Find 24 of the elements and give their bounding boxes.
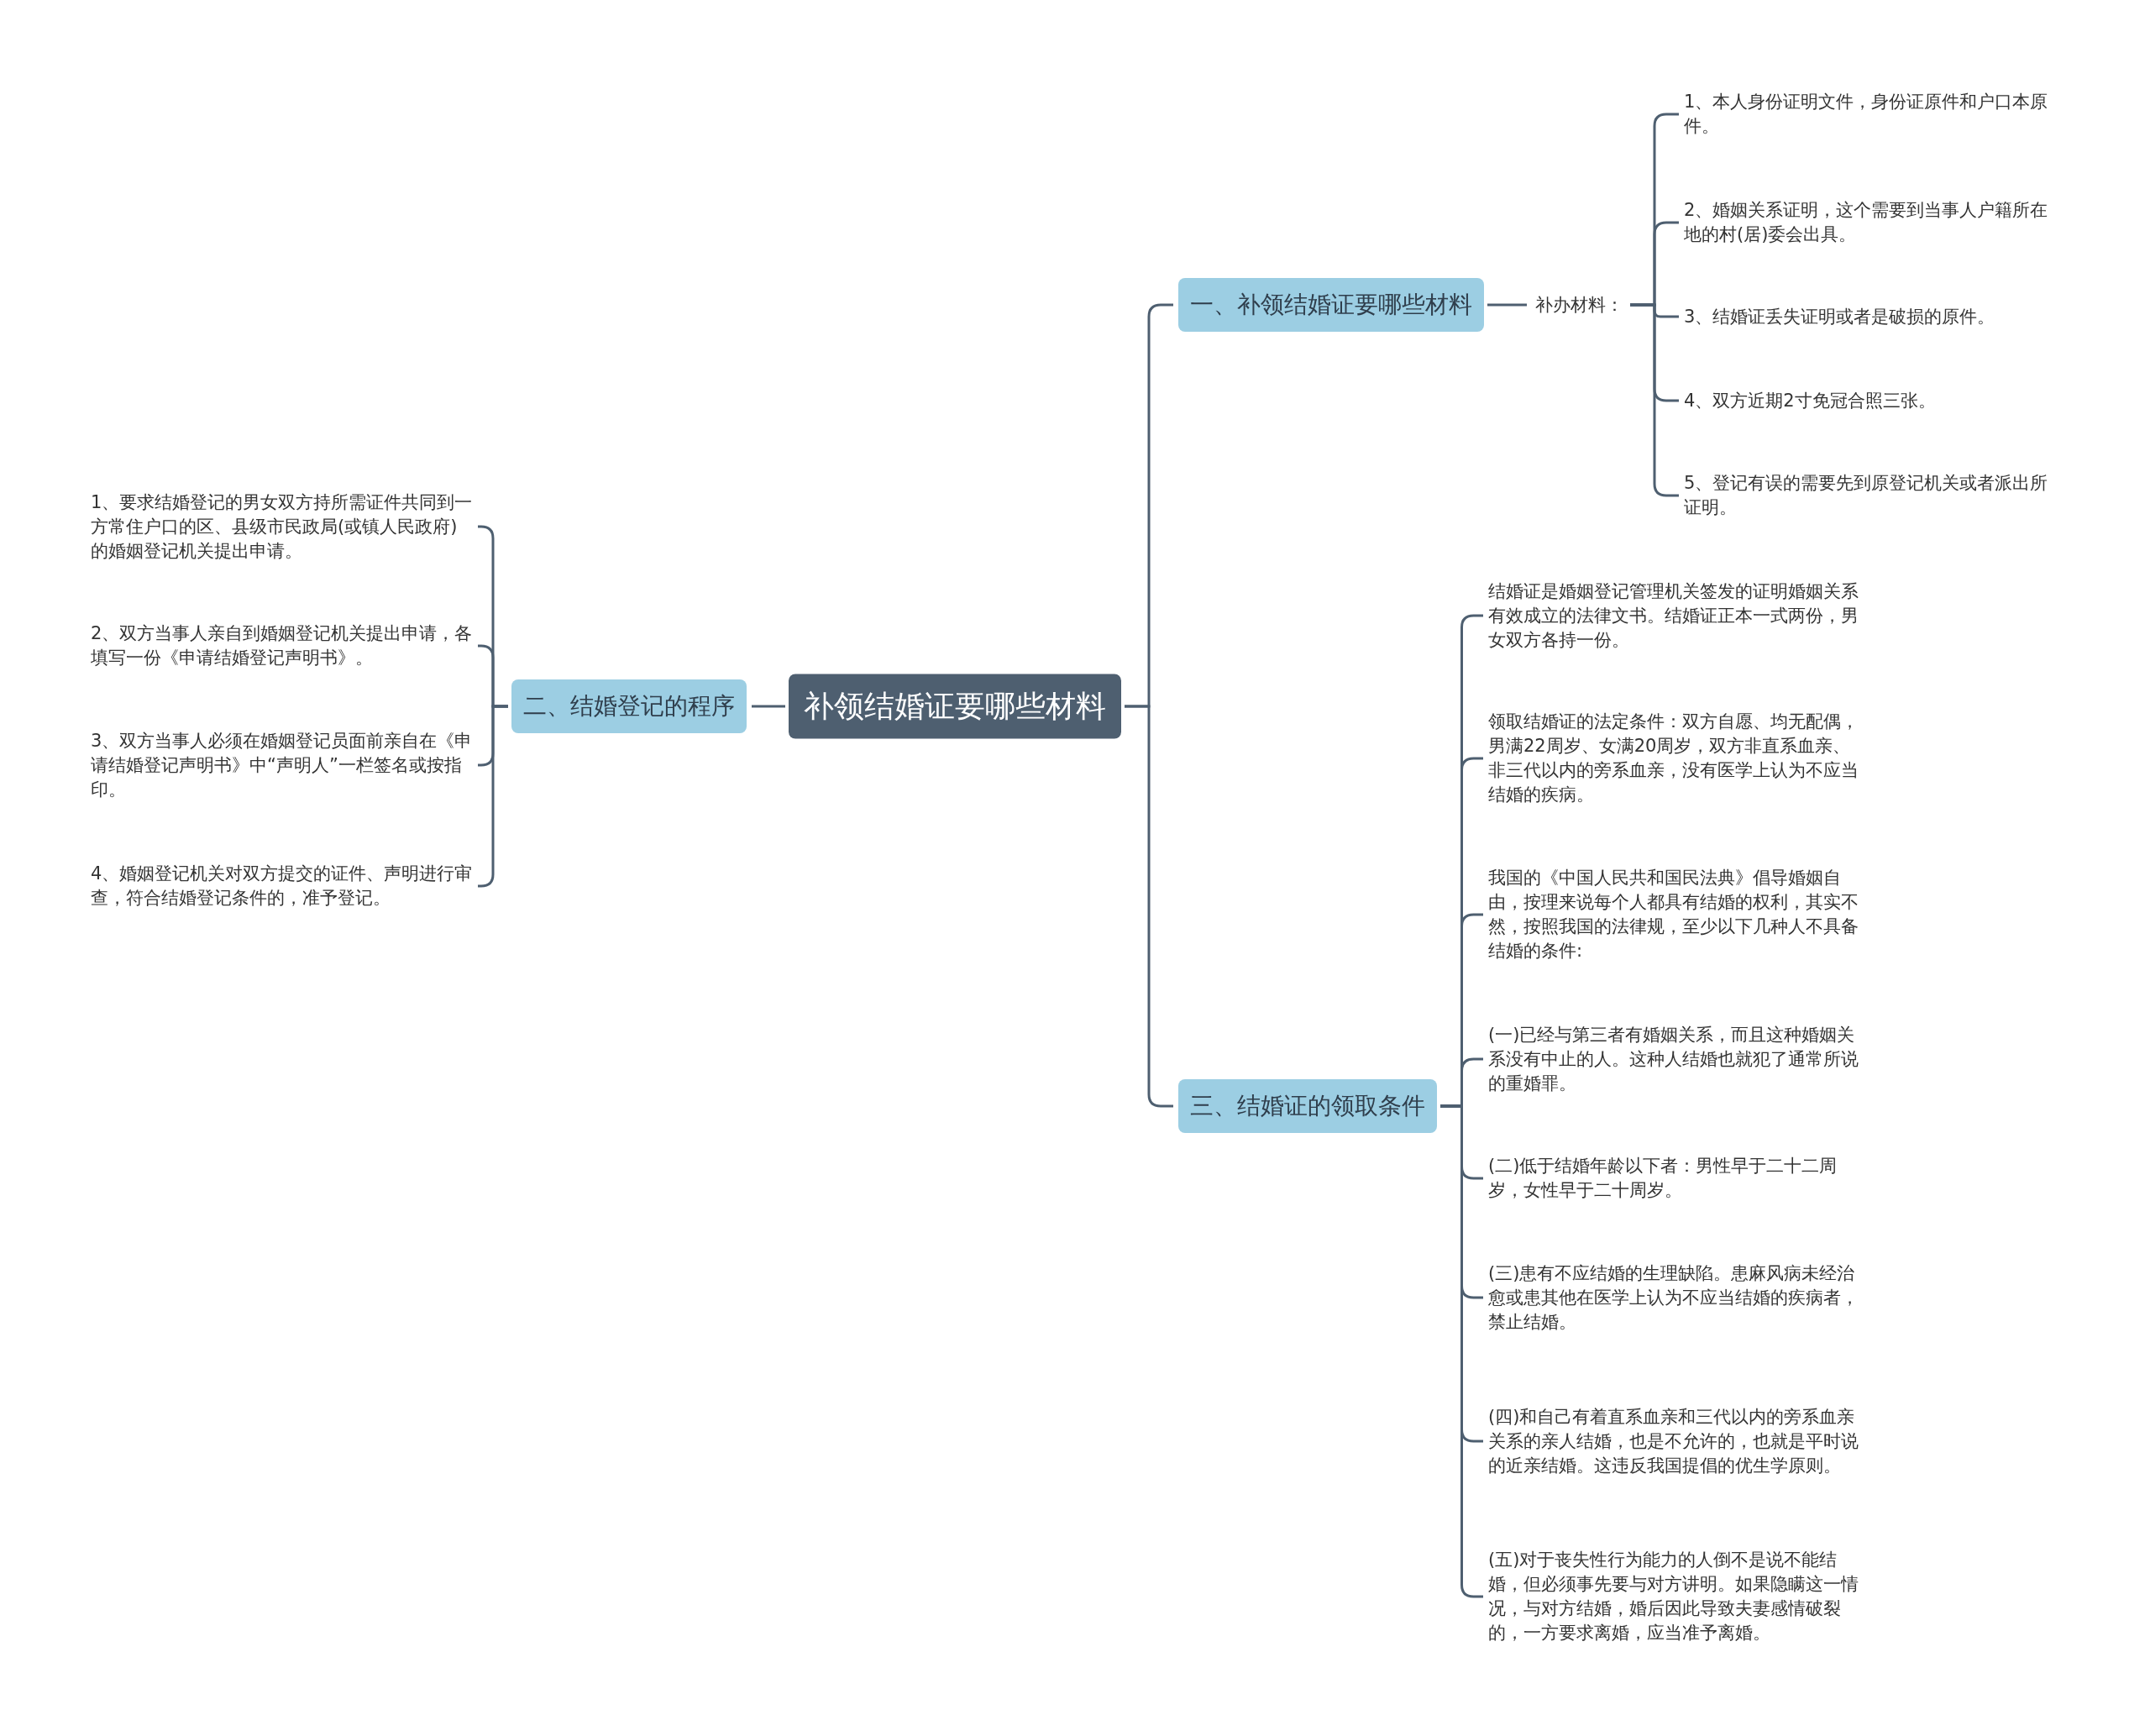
note-text: 2、双方当事人亲自到婚姻登记机关提出申请，各填写一份《申请结婚登记声明书》。 bbox=[91, 621, 473, 670]
connector-line bbox=[752, 705, 785, 708]
note-text: 5、登记有误的需要先到原登记机关或者派出所证明。 bbox=[1684, 471, 2058, 520]
note-text: (一)已经与第三者有婚姻关系，而且这种婚姻关系没有中止的人。这种人结婚也就犯了通常所说的重婚罪。 bbox=[1488, 1022, 1868, 1096]
topic-box: 二、结婚登记的程序 bbox=[511, 679, 747, 733]
central-topic-box: 补领结婚证要哪些材料 bbox=[789, 674, 1121, 739]
note-text: 2、婚姻关系证明，这个需要到当事人户籍所在地的村(居)委会出具。 bbox=[1684, 198, 2058, 247]
note-text: 1、本人身份证明文件，身份证原件和户口本原件。 bbox=[1684, 90, 2058, 139]
topic-box: 一、补领结婚证要哪些材料 bbox=[1178, 278, 1484, 332]
note-text: 4、婚姻登记机关对双方提交的证件、声明进行审查，符合结婚登记条件的，准予登记。 bbox=[91, 862, 473, 910]
subtopic-text: 补办材料： bbox=[1532, 291, 1627, 318]
note-text: 我国的《中国人民共和国民法典》倡导婚姻自由，按理来说每个人都具有结婚的权利，其实不然，按照我国的法律规，至少以下几种人不具备结婚的条件: bbox=[1488, 866, 1868, 963]
note-text: (二)低于结婚年龄以下者：男性早于二十二周岁，女性早于二十周岁。 bbox=[1488, 1154, 1868, 1203]
note-text: 1、要求结婚登记的男女双方持所需证件共同到一方常住户口的区、县级市民政局(或镇人民政府)的婚姻登记机关提出申请。 bbox=[91, 490, 473, 564]
note-text: (五)对于丧失性行为能力的人倒不是说不能结婚，但必须事先要与对方讲明。如果隐瞒这一情况，与对方结婚，婚后因此导致夫妻感情破裂的，一方要求离婚，应当准予离婚。 bbox=[1488, 1548, 1868, 1645]
note-text: 领取结婚证的法定条件：双方自愿、均无配偶，男满22周岁、女满20周岁，双方非直系血亲、非三代以内的旁系血亲，没有医学上认为不应当结婚的疾病。 bbox=[1488, 710, 1868, 807]
note-text: 3、双方当事人必须在婚姻登记员面前亲自在《申请结婚登记声明书》中“声明人”一栏签名或按指印。 bbox=[91, 728, 473, 802]
note-text: 4、双方近期2寸免冠合照三张。 bbox=[1684, 388, 2058, 413]
note-text: (三)患有不应结婚的生理缺陷。患麻风病未经治愈或患其他在医学上认为不应当结婚的疾病者，禁止结婚。 bbox=[1488, 1261, 1868, 1335]
connector-line bbox=[1487, 303, 1527, 307]
note-text: (四)和自己有着直系血亲和三代以内的旁系血亲关系的亲人结婚，也是不允许的，也就是平时说的近亲结婚。这违反我国提倡的优生学原则。 bbox=[1488, 1404, 1868, 1478]
note-text: 结婚证是婚姻登记管理机关签发的证明婚姻关系有效成立的法律文书。结婚证正本一式两份，男女双方各持一份。 bbox=[1488, 579, 1868, 653]
topic-box: 三、结婚证的领取条件 bbox=[1178, 1079, 1437, 1133]
note-text: 3、结婚证丢失证明或者是破损的原件。 bbox=[1684, 304, 2058, 329]
